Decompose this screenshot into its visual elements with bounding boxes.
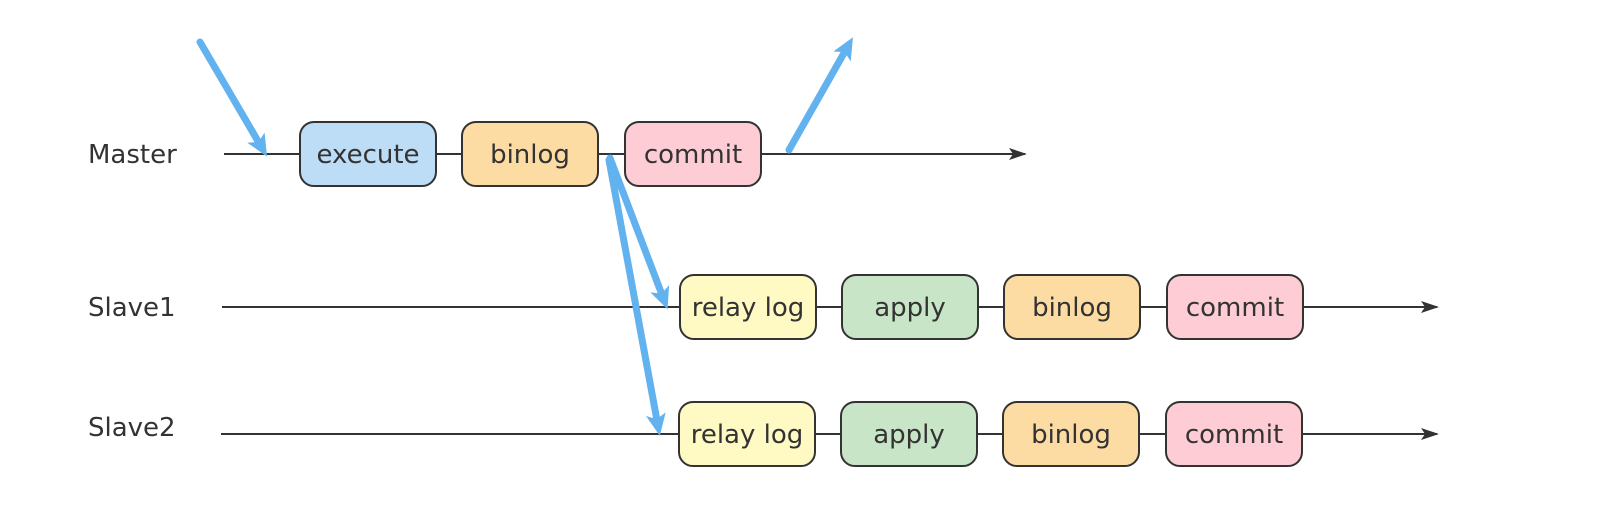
slave1-commit-node: commit [1166, 274, 1304, 340]
slave2-apply-label: apply [873, 420, 945, 450]
master-execute-node: execute [299, 121, 437, 187]
slave1-apply-label: apply [874, 293, 946, 323]
master-binlog-label: binlog [490, 140, 570, 170]
slave1-apply-node: apply [841, 274, 979, 340]
slave2-commit-node: commit [1165, 401, 1303, 467]
slave2-relay-log-label: relay log [691, 420, 804, 450]
slave2-label: Slave2 [88, 413, 176, 443]
master-commit-label: commit [644, 140, 742, 170]
slave2-row: Slave2 relay log apply binlog commit [88, 401, 1439, 467]
slave2-binlog-label: binlog [1031, 420, 1111, 450]
slave2-commit-label: commit [1185, 420, 1283, 450]
slave1-label: Slave1 [88, 293, 176, 323]
binlog-to-slave1-arrow [606, 154, 670, 310]
master-execute-label: execute [316, 140, 419, 170]
client-request-arrow [196, 38, 268, 157]
slave1-relay-log-label: relay log [692, 293, 805, 323]
master-label: Master [88, 140, 177, 170]
slave1-relay-log-node: relay log [679, 274, 817, 340]
master-commit-node: commit [624, 121, 762, 187]
slave1-commit-label: commit [1186, 293, 1284, 323]
client-response-arrow [785, 37, 853, 154]
slave1-binlog-label: binlog [1032, 293, 1112, 323]
flow-arrows [196, 37, 853, 436]
master-row: Master execute binlog commit [88, 121, 1027, 187]
slave1-row: Slave1 relay log apply binlog commit [88, 274, 1439, 340]
master-binlog-node: binlog [461, 121, 599, 187]
slave2-relay-log-node: relay log [678, 401, 816, 467]
slave2-apply-node: apply [840, 401, 978, 467]
binlog-to-slave2-arrow [605, 156, 666, 436]
slave1-binlog-node: binlog [1003, 274, 1141, 340]
slave2-binlog-node: binlog [1002, 401, 1140, 467]
